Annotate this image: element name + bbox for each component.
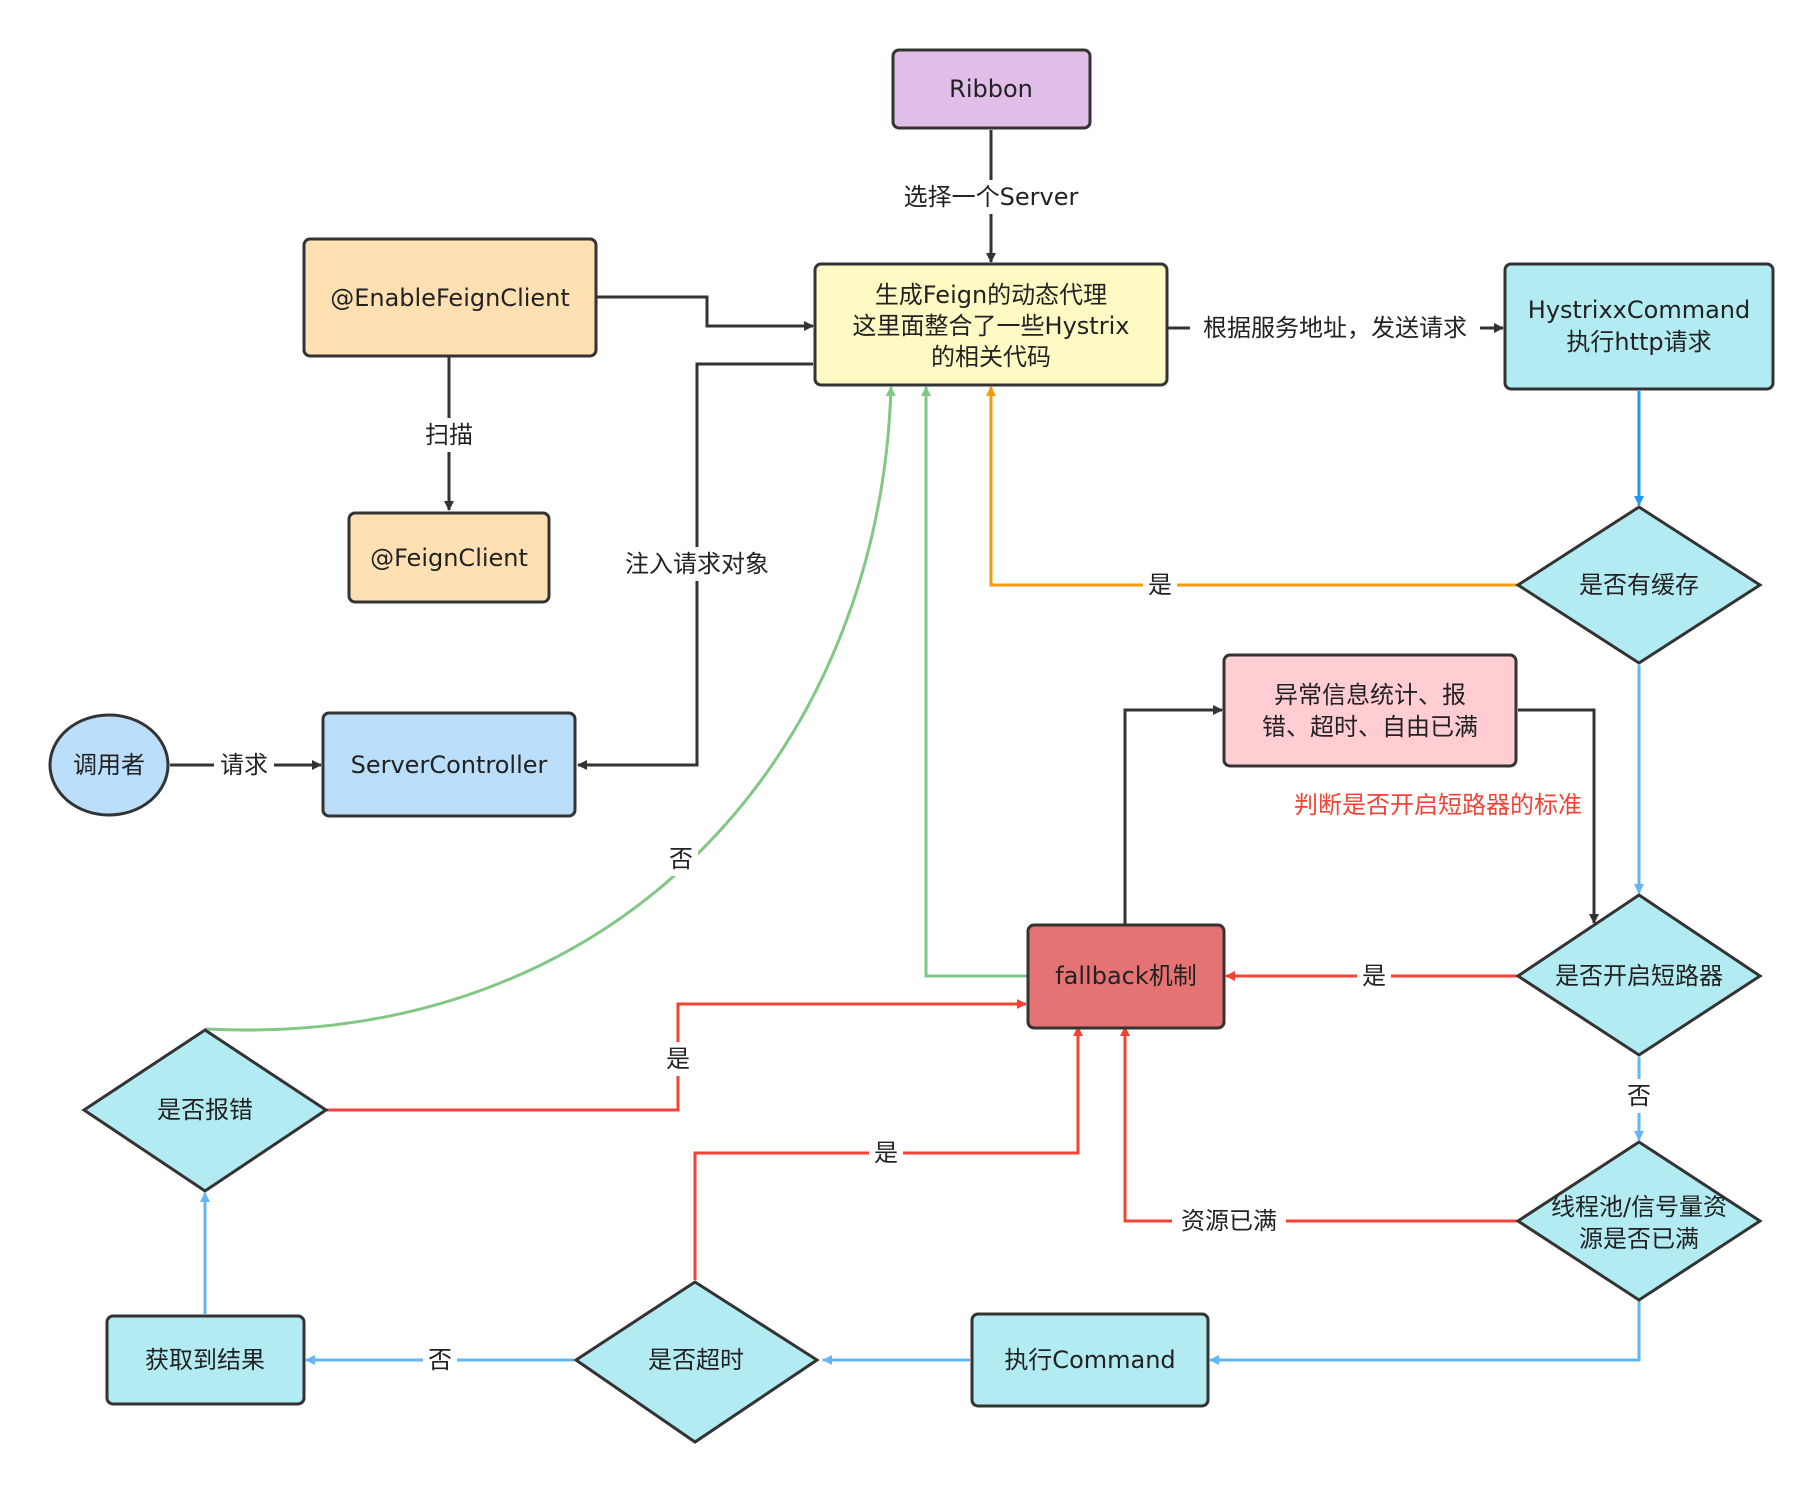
- edge-pool-to-execute: [1209, 1301, 1641, 1365]
- edge-error-no: [204, 386, 896, 1032]
- node-get-result-label: 获取到结果: [145, 1346, 265, 1374]
- node-caller-label: 调用者: [73, 751, 145, 779]
- node-feign-proxy-line-2: 这里面整合了一些Hystrix: [853, 312, 1130, 340]
- node-feign-client: @FeignClient: [347, 511, 551, 604]
- nodes: Ribbon 生成Feign的动态代理 这里面整合了一些Hystrix 的相关代…: [48, 48, 1775, 1444]
- edge-labels: 选择一个Server 扫描 注入请求对象 根据服务地址，发送请求 请求 是 是 …: [214, 180, 1656, 1377]
- edge-enable-to-proxy: [597, 295, 814, 331]
- node-server-controller: ServerController: [321, 711, 577, 818]
- edge-pool-full: [1120, 1026, 1517, 1223]
- label-circuit-yes: 是: [1362, 962, 1386, 990]
- label-scan: 扫描: [425, 421, 473, 449]
- label-error-yes: 是: [666, 1045, 690, 1073]
- label-timeout-yes: 是: [874, 1139, 898, 1167]
- node-hystrix-command-line-2: 执行http请求: [1566, 328, 1711, 356]
- edge-cache-yes: [986, 386, 1517, 587]
- label-pool-full: 资源已满: [1181, 1207, 1277, 1235]
- node-feign-client-label: @FeignClient: [370, 544, 528, 572]
- label-error-no: 否: [669, 845, 693, 873]
- node-execute-command: 执行Command: [970, 1312, 1210, 1408]
- node-enable-feign-client-label: @EnableFeignClient: [330, 284, 570, 312]
- edge-fallback-to-stats: [1123, 705, 1223, 925]
- label-timeout-no: 否: [428, 1346, 452, 1374]
- node-ribbon-label: Ribbon: [949, 75, 1033, 103]
- node-exception-stats-line-2: 错、超时、自由已满: [1262, 713, 1478, 741]
- node-feign-proxy: 生成Feign的动态代理 这里面整合了一些Hystrix 的相关代码: [813, 262, 1169, 387]
- node-is-error-label: 是否报错: [157, 1096, 253, 1124]
- node-feign-proxy-line-1: 生成Feign的动态代理: [875, 281, 1107, 309]
- label-request: 请求: [220, 751, 268, 779]
- node-fallback-label: fallback机制: [1055, 962, 1197, 990]
- edge-stats-to-circuit: [1518, 708, 1599, 924]
- node-feign-proxy-line-3: 的相关代码: [931, 343, 1051, 371]
- node-circuit-open: 是否开启短路器: [1515, 893, 1763, 1057]
- node-is-timeout: 是否超时: [573, 1280, 820, 1444]
- node-circuit-open-label: 是否开启短路器: [1555, 962, 1723, 990]
- node-execute-command-label: 执行Command: [1004, 1346, 1175, 1374]
- node-is-error: 是否报错: [81, 1028, 329, 1193]
- node-pool-full-line-1: 线程池/信号量资: [1551, 1193, 1727, 1221]
- node-pool-full: 线程池/信号量资 源是否已满: [1515, 1140, 1763, 1302]
- annotation-circuit-criteria: 判断是否开启短路器的标准: [1294, 791, 1582, 819]
- node-get-result: 获取到结果: [105, 1314, 306, 1406]
- label-select-server: 选择一个Server: [904, 183, 1079, 211]
- node-hystrix-command-line-1: HystrixxCommand: [1528, 296, 1750, 324]
- node-has-cache: 是否有缓存: [1515, 505, 1763, 665]
- node-has-cache-label: 是否有缓存: [1579, 571, 1699, 599]
- edge-fallback-to-proxy: [921, 386, 1028, 978]
- node-server-controller-label: ServerController: [351, 751, 548, 779]
- node-fallback: fallback机制: [1026, 923, 1226, 1030]
- label-send-request: 根据服务地址，发送请求: [1203, 314, 1467, 342]
- node-caller: 调用者: [48, 713, 170, 817]
- label-cache-yes: 是: [1148, 571, 1172, 599]
- node-exception-stats: 异常信息统计、报 错、超时、自由已满: [1222, 653, 1518, 768]
- node-ribbon: Ribbon: [891, 48, 1092, 130]
- node-is-timeout-label: 是否超时: [648, 1346, 744, 1374]
- label-inject: 注入请求对象: [625, 550, 769, 578]
- node-exception-stats-line-1: 异常信息统计、报: [1274, 681, 1466, 709]
- node-pool-full-line-2: 源是否已满: [1579, 1225, 1699, 1253]
- label-circuit-no: 否: [1627, 1082, 1651, 1110]
- node-hystrix-command: HystrixxCommand 执行http请求: [1503, 262, 1775, 391]
- node-enable-feign-client: @EnableFeignClient: [302, 237, 598, 358]
